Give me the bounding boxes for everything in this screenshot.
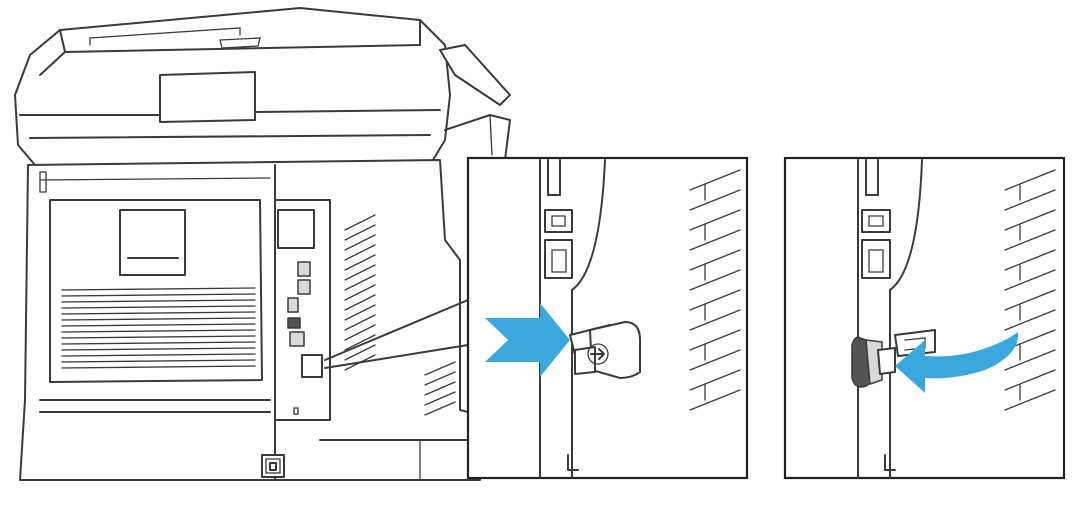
usb-port-icon — [861, 209, 891, 233]
latch-on-printer — [301, 354, 323, 378]
curved-arrow-icon — [895, 332, 1019, 393]
detail-panel-1 — [466, 156, 749, 480]
printer-rear-view — [14, 7, 511, 481]
usb-port-icon — [297, 261, 311, 277]
push-arrow-icon — [485, 303, 570, 377]
latch-cover — [569, 321, 641, 379]
usb-port-icon — [544, 209, 573, 233]
rear-vents — [61, 287, 256, 369]
power-inlet-icon — [261, 454, 285, 478]
detail-vents-2 — [1004, 169, 1056, 411]
side-vents — [344, 214, 456, 416]
ethernet-port-icon — [287, 317, 301, 329]
port-module — [277, 209, 315, 249]
callout-line — [324, 299, 469, 361]
detail-vents-1 — [689, 169, 741, 411]
latch-arrow-icon — [587, 343, 609, 365]
detail-panel-2 — [783, 156, 1066, 480]
